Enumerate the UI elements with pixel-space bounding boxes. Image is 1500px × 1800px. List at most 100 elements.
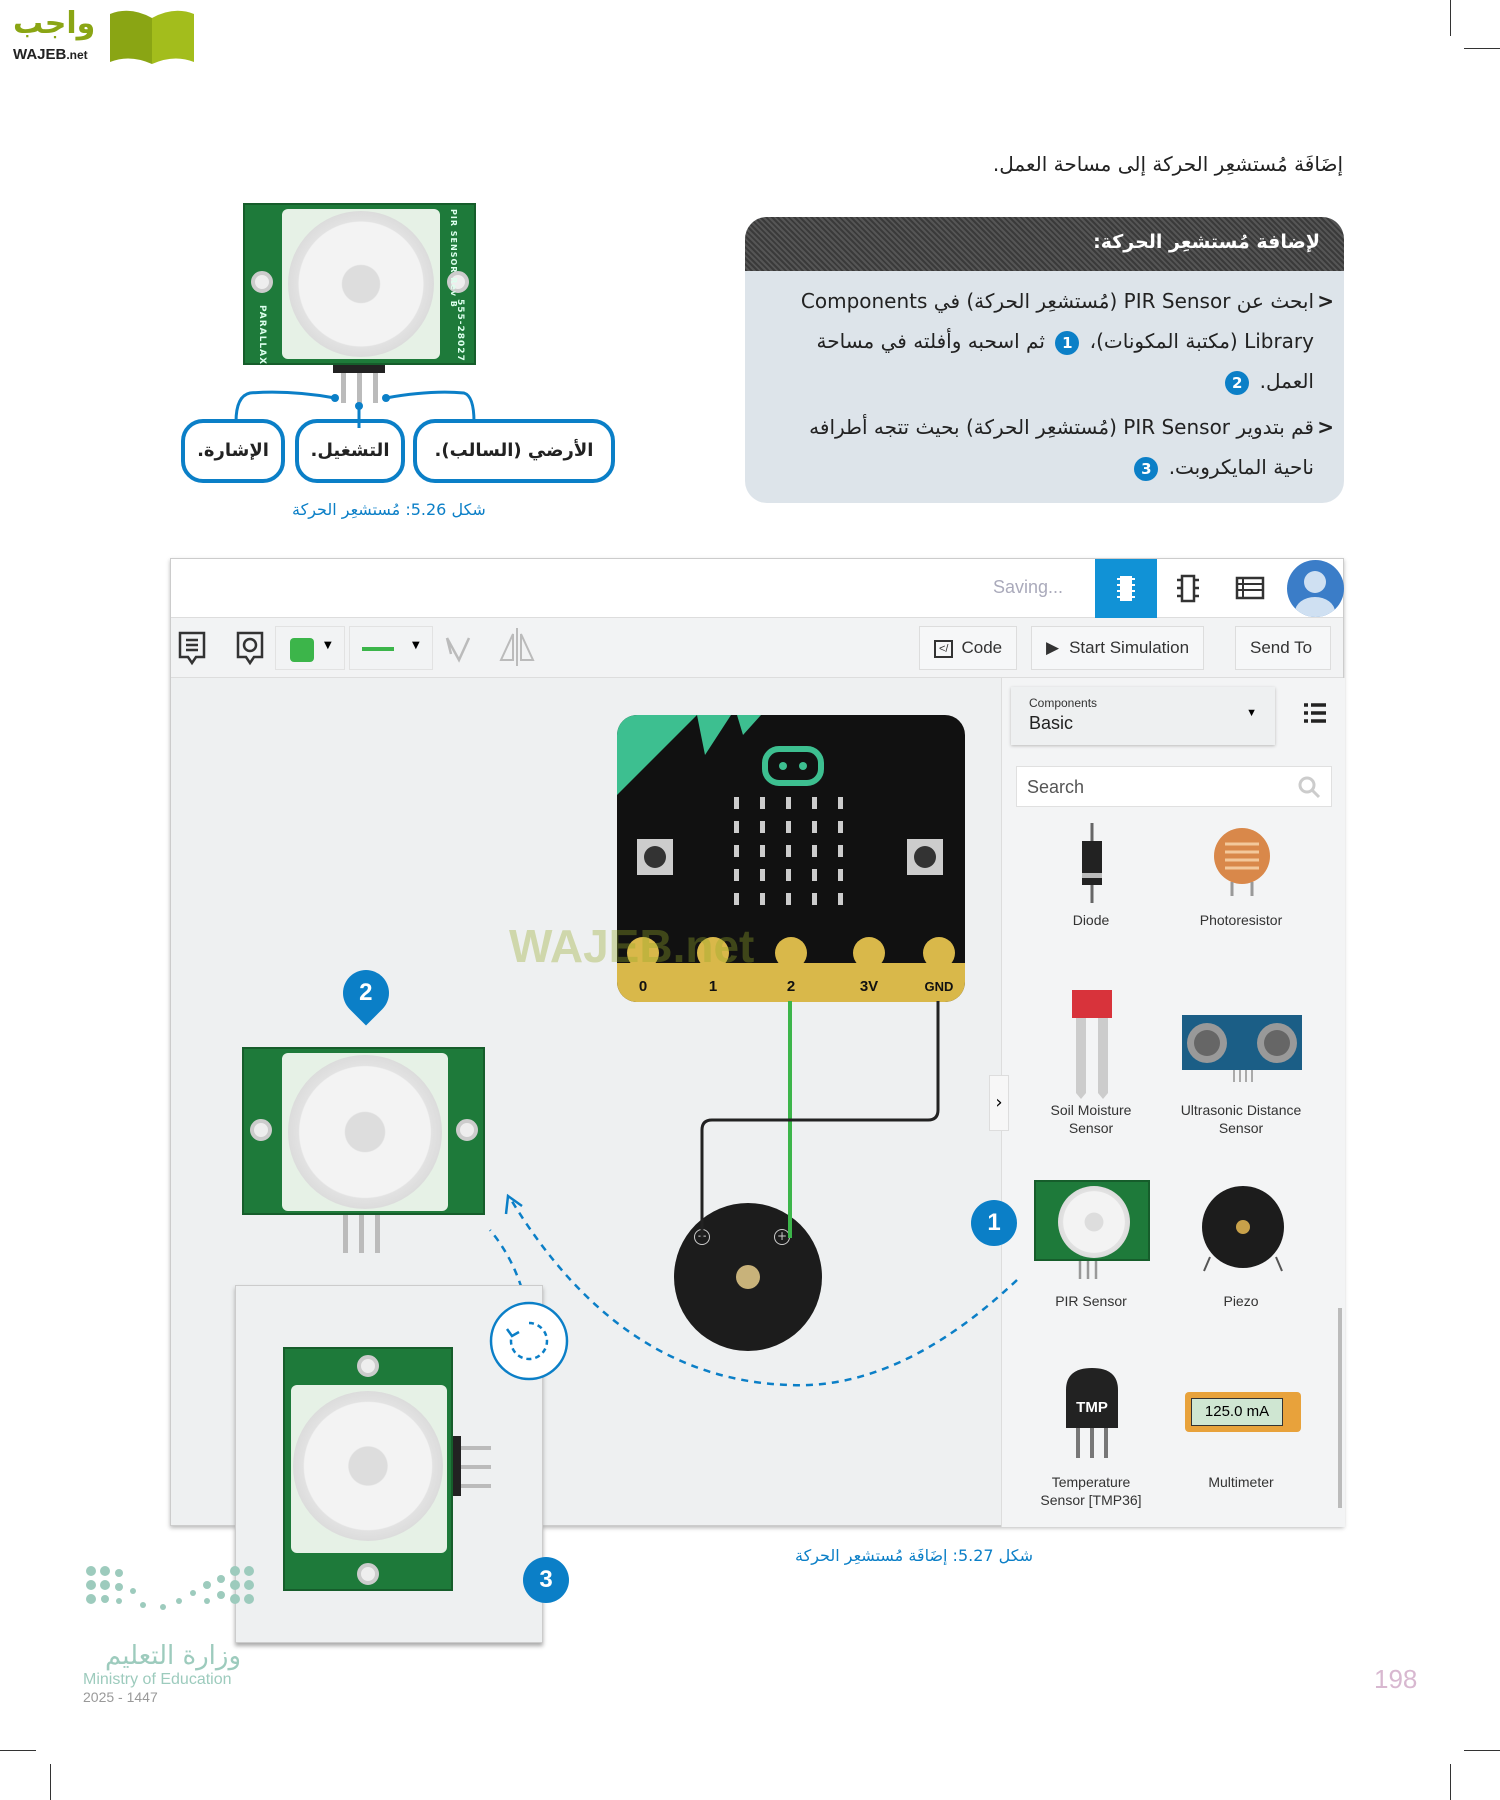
component-photoresistor[interactable]: Photoresistor [1199, 912, 1283, 928]
svg-text:3V: 3V [860, 978, 878, 995]
page-number: 198 [1374, 1664, 1418, 1694]
svg-text:GND: GND [925, 979, 954, 994]
start-simulation-button[interactable]: ▶Start Simulation [1031, 626, 1205, 670]
section-heading: إضَافَة مُستشعِر الحركة إلى مساحة العمل. [992, 152, 1343, 176]
component-diode[interactable]: Diode [1072, 912, 1110, 928]
step-badge-3: 3 [523, 1557, 569, 1603]
figure-caption-5-27: شكل 5.27: إضَافَة مُستشعِر الحركة [795, 1546, 1034, 1565]
code-button[interactable]: </Code [919, 626, 1018, 670]
svg-text:0: 0 [639, 978, 647, 995]
component-list-button[interactable] [1219, 559, 1281, 618]
color-picker[interactable]: ▼ [275, 626, 345, 670]
svg-text:2: 2 [787, 978, 795, 995]
pin-header [333, 365, 385, 373]
flip-icon[interactable] [497, 626, 537, 668]
diode-icon [1082, 823, 1102, 903]
top-bar: Saving... [171, 559, 1344, 618]
step-number: 2 [1225, 371, 1250, 395]
crop-mark [50, 1764, 51, 1800]
send-to-button[interactable]: Send To [1235, 626, 1331, 670]
component-pir-sensor[interactable]: PIR Sensor [1055, 1293, 1127, 1309]
search-input[interactable]: Search [1016, 766, 1332, 807]
ultrasonic-distance-sensor-icon [1182, 1015, 1302, 1082]
microbit-board[interactable]: 0 1 2 3V GND [617, 715, 965, 1002]
saving-status: Saving... [993, 577, 1064, 597]
pir-sensor-icon[interactable] [1034, 1180, 1150, 1261]
pin-labels: 0 1 2 3V GND [639, 978, 954, 995]
pir-sensor-image: PARALLAX 555-28027 PIR SENSOR Rev B [243, 203, 476, 365]
crop-mark [1450, 1764, 1451, 1800]
rotate-icon[interactable] [441, 630, 475, 666]
components-panel: Components Basic ▼ Search TMP 125.0 mA D… [1001, 678, 1345, 1527]
pir-sensor-rotated[interactable] [283, 1347, 453, 1591]
pir-sensor-dropped[interactable] [242, 1047, 485, 1215]
instruction-step-2: قم بتدوير PIR Sensor (مُستشعِر الحركة) ب… [745, 407, 1344, 487]
notes-visibility-icon[interactable] [235, 630, 265, 666]
connector-line-ground [385, 390, 476, 423]
multimeter-icon: 125.0 mA [1185, 1392, 1301, 1432]
watermark: WAJEB.net [509, 920, 755, 972]
schematic-view-icon [1177, 574, 1199, 603]
notes-icon[interactable] [177, 630, 207, 666]
color-swatch [290, 638, 314, 662]
components-dropdown[interactable]: Components Basic ▼ [1011, 687, 1275, 745]
ministry-logo: وزارة التعليم Ministry of Education 2025… [83, 1561, 273, 1726]
label-signal: الإشارة. [181, 419, 285, 483]
rotated-pir-panel [235, 1285, 543, 1643]
minus-terminal: − [694, 1229, 710, 1245]
crop-mark [1464, 1750, 1500, 1751]
book-icon [110, 10, 194, 64]
circuit-view-button[interactable] [1095, 559, 1157, 618]
schematic-view-button[interactable] [1157, 559, 1219, 618]
chevron-down-icon: ▼ [324, 640, 332, 651]
wajeb-logo: واجب WAJEB.net [11, 6, 194, 66]
instruction-box: لإضافة مُستشعِر الحركة: ابحث عن PIR Sens… [745, 217, 1344, 503]
component-piezo[interactable]: Piezo [1223, 1293, 1259, 1309]
chevron-down-icon: ▼ [412, 640, 420, 651]
component-soil-moisture-sensor[interactable]: Soil Moisture Sensor [1050, 1102, 1132, 1136]
instruction-title: لإضافة مُستشعِر الحركة: [745, 217, 1344, 271]
step-number: 1 [1055, 331, 1080, 355]
user-icon [1295, 571, 1335, 617]
soil-moisture-sensor-icon [1072, 990, 1112, 1099]
component-multimeter[interactable]: Multimeter [1208, 1474, 1274, 1490]
instruction-step-1: ابحث عن PIR Sensor (مُستشعِر الحركة) في … [745, 281, 1344, 401]
code-icon: </ [934, 639, 954, 658]
crop-mark [1464, 48, 1500, 49]
photoresistor-icon [1214, 828, 1270, 896]
piezo-on-canvas[interactable]: − + [674, 1203, 822, 1351]
step-badge-1: 1 [971, 1200, 1017, 1246]
pin [373, 373, 378, 403]
scrollbar[interactable] [1338, 1308, 1342, 1508]
wire-type-picker[interactable]: ▼ [349, 626, 433, 670]
pin [357, 373, 362, 403]
collapse-panel-button[interactable]: › [989, 1075, 1009, 1131]
svg-text:TMP: TMP [1076, 1399, 1108, 1416]
component-list-icon [1235, 576, 1265, 600]
list-view-icon[interactable] [1302, 702, 1328, 724]
label-power: التشغيل. [295, 419, 405, 483]
connector-line-signal [234, 390, 336, 423]
crop-mark [0, 1750, 36, 1751]
pin [341, 373, 346, 403]
temperature-sensor-icon: TMP [1066, 1368, 1118, 1458]
led-matrix [734, 797, 843, 905]
ministry-dots-icon [86, 1566, 254, 1610]
circuit-view-icon [1117, 576, 1135, 601]
crop-mark [1450, 0, 1451, 36]
play-icon: ▶ [1046, 638, 1060, 657]
toolbar: ▼ ▼ </Code ▶Start Simulation Send To [171, 618, 1343, 678]
component-temperature-sensor[interactable]: Temperature Sensor [TMP36] [1040, 1474, 1142, 1508]
component-ultrasonic-distance-sensor[interactable]: Ultrasonic Distance Sensor [1180, 1102, 1302, 1136]
svg-text:1: 1 [709, 978, 717, 995]
label-ground: الأرضي (السالب). [413, 419, 615, 483]
plus-terminal: + [774, 1229, 790, 1245]
figure-caption-5-26: شكل 5.26: مُستشعِر الحركة [292, 500, 486, 519]
user-avatar[interactable] [1287, 560, 1344, 617]
chevron-down-icon: ▼ [1246, 707, 1257, 719]
step-number: 3 [1134, 457, 1159, 481]
search-icon [1298, 776, 1321, 799]
wire-icon [362, 647, 394, 651]
piezo-icon [1202, 1186, 1284, 1272]
rotate-handle-icon[interactable] [489, 1301, 569, 1381]
